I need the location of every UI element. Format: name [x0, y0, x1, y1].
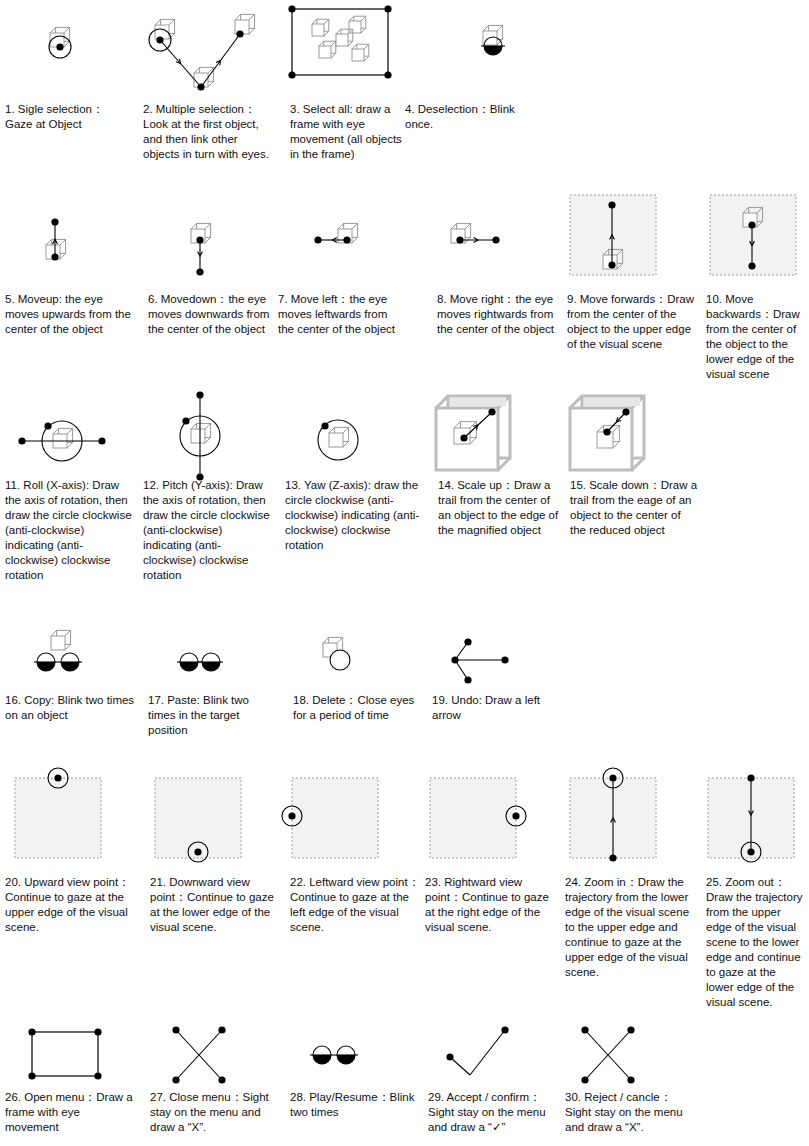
- caption: 13. Yaw (Z-axis): draw the circle clockw…: [285, 478, 425, 553]
- caption: 16. Copy: Blink two times on an object: [5, 693, 140, 723]
- caption: 25. Zoom out：Draw the trajectory from th…: [706, 875, 806, 1009]
- caption: 21. Downward view point：Continue to gaze…: [150, 875, 278, 935]
- caption: 3. Select all: draw a frame with eye mov…: [290, 102, 410, 162]
- caption: 2. Multiple selection：Look at the first …: [143, 102, 273, 162]
- caption: 20. Upward view point：Continue to gaze a…: [5, 875, 135, 935]
- caption: 9. Move forwards：Draw from the center of…: [567, 292, 697, 352]
- caption: 23. Rightward view point：Continue to gaz…: [425, 875, 555, 935]
- caption: 30. Reject / cancle：Sight stay on the me…: [565, 1090, 690, 1135]
- caption: 26. Open menu：Draw a frame with eye move…: [5, 1090, 135, 1135]
- caption: 5. Moveup: the eye moves upwards from th…: [5, 292, 133, 337]
- caption: 22. Leftward view point：Continue to gaze…: [290, 875, 420, 935]
- caption: 17. Paste: Blink two times in the target…: [148, 693, 278, 738]
- caption: 1. Sigle selection：Gaze at Object: [5, 102, 130, 132]
- caption: 12. Pitch (Y-axis): Draw the axis of rot…: [143, 478, 273, 583]
- caption: 28. Play/Resume：Blink two times: [290, 1090, 415, 1120]
- caption: 15. Scale down：Draw a trail from the eag…: [570, 478, 698, 538]
- caption: 8. Move right：the eye moves rightwards f…: [437, 292, 562, 337]
- caption: 11. Roll (X-axis): Draw the axis of rota…: [5, 478, 133, 583]
- caption: 18. Delete：Close eyes for a period of ti…: [293, 693, 418, 723]
- caption: 27. Close menu：Sight stay on the menu an…: [150, 1090, 280, 1135]
- caption: 29. Accept / confirm：Sight stay on the m…: [428, 1090, 553, 1135]
- caption: 4. Deselection：Blink once.: [405, 102, 525, 132]
- caption: 7. Move left：the eye moves leftwards fro…: [278, 292, 406, 337]
- caption: 10. Move backwards：Draw from the center …: [706, 292, 806, 382]
- caption: 6. Movedown：the eye moves downwards from…: [148, 292, 276, 337]
- caption: 14. Scale up：Draw a trail from the cente…: [438, 478, 563, 538]
- caption: 24. Zoom in：Draw the trajectory from the…: [565, 875, 695, 980]
- caption: 19. Undo: Draw a left arrow: [432, 693, 552, 723]
